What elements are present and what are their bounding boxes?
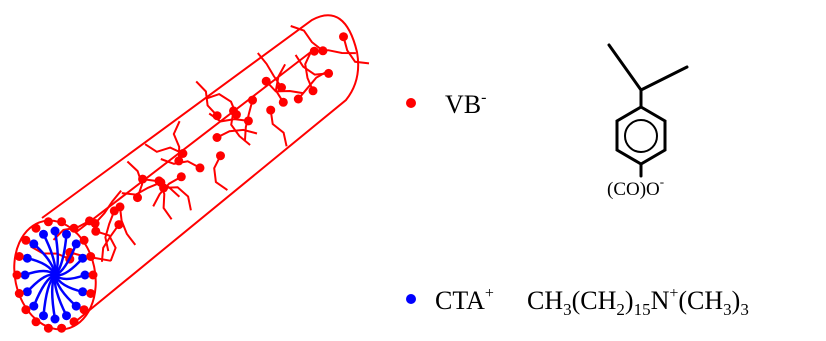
vb-head [195,163,205,173]
vb-head [248,95,257,105]
vb-cap-head [69,223,79,233]
vb-head [231,110,241,120]
vb-cap-head [31,317,41,327]
vb-chain [152,175,182,207]
vb-cap-head [57,217,67,227]
vb-head [91,226,101,236]
vb-chain [94,189,122,225]
vb-chain [269,109,288,147]
vb-legend-label: VB- [445,89,486,119]
vb-head [176,172,186,182]
vb-head [266,105,276,115]
vb-cap-head [86,252,96,261]
micelle-outline-top [41,14,360,323]
vb-cap-head [21,305,31,315]
cta-head [29,301,39,311]
vb-structure [607,43,689,178]
vb-head [293,94,303,104]
vb-cap-head [69,317,79,327]
vb-head [308,86,318,96]
cta-formula: CH3(CH2)15N+(CH3)3 [527,285,749,319]
vb-head [216,151,225,161]
vb-head [115,202,125,212]
vb-cap-head [88,270,98,280]
cta-head [78,253,88,263]
cta-head [62,311,71,321]
vb-legend-bullet [406,98,416,108]
vb-chain [104,210,116,252]
vb-head [159,183,169,193]
cta-head [22,253,32,263]
cta-head [50,314,60,324]
cta-head [71,239,81,249]
cta-head [20,270,30,280]
vb-head [90,219,100,228]
vb-head [114,220,124,230]
cta-head [29,239,39,249]
cta-head [39,311,48,321]
vb-cap-head [79,305,89,315]
cta-head [39,229,48,239]
vb-chain [95,230,117,262]
cta-head [71,301,81,311]
vb-chain [213,155,228,191]
vb-chain [205,92,238,115]
vb-chain [119,206,137,246]
vb-cap-head [14,252,24,261]
vb-cap-head [12,270,22,280]
vb-chain [208,112,249,123]
vb-chain [290,25,324,52]
vb-head [277,83,286,92]
vb-head [318,46,328,56]
vb-substituent-label: (CO)O- [607,174,664,200]
vb-chain [144,143,184,155]
vb-head [278,97,288,107]
vb-chain [304,50,314,92]
vb-cap-head [57,323,67,333]
vb-surface-chains [30,25,370,264]
vb-head [324,68,334,78]
vb-cap-head [31,223,41,233]
vb-cap-head [14,289,24,298]
vb-head [178,149,188,158]
vb-cap-head [43,323,53,333]
cta-legend-bullet [406,294,416,304]
vb-chain [121,181,162,196]
vb-chain [294,54,329,76]
cta-head [50,226,60,236]
vb-chain [160,158,201,169]
cta-head [22,287,32,297]
vb-head [243,116,253,126]
cta-head [80,270,90,280]
vb-head [309,46,319,56]
cta-core [12,217,98,333]
cta-head [62,229,71,239]
vb-cap-head [21,235,31,245]
vb-head [339,32,348,42]
vb-chain [100,224,120,262]
vb-cap-head [86,289,96,298]
vb-cap-head [79,235,89,245]
vb-head [154,176,164,186]
vb-cap-head [43,217,53,227]
cta-legend-label: CTA+ [435,285,494,315]
vb-chain [163,186,192,211]
cta-head [78,287,88,297]
micelle-end-cap [13,219,97,331]
vb-head [138,174,148,184]
vb-head [261,76,271,86]
vb-chain [274,63,286,103]
vb-head [212,133,222,142]
vb-chain [342,36,370,65]
aromatic-ring-circle [624,119,658,153]
